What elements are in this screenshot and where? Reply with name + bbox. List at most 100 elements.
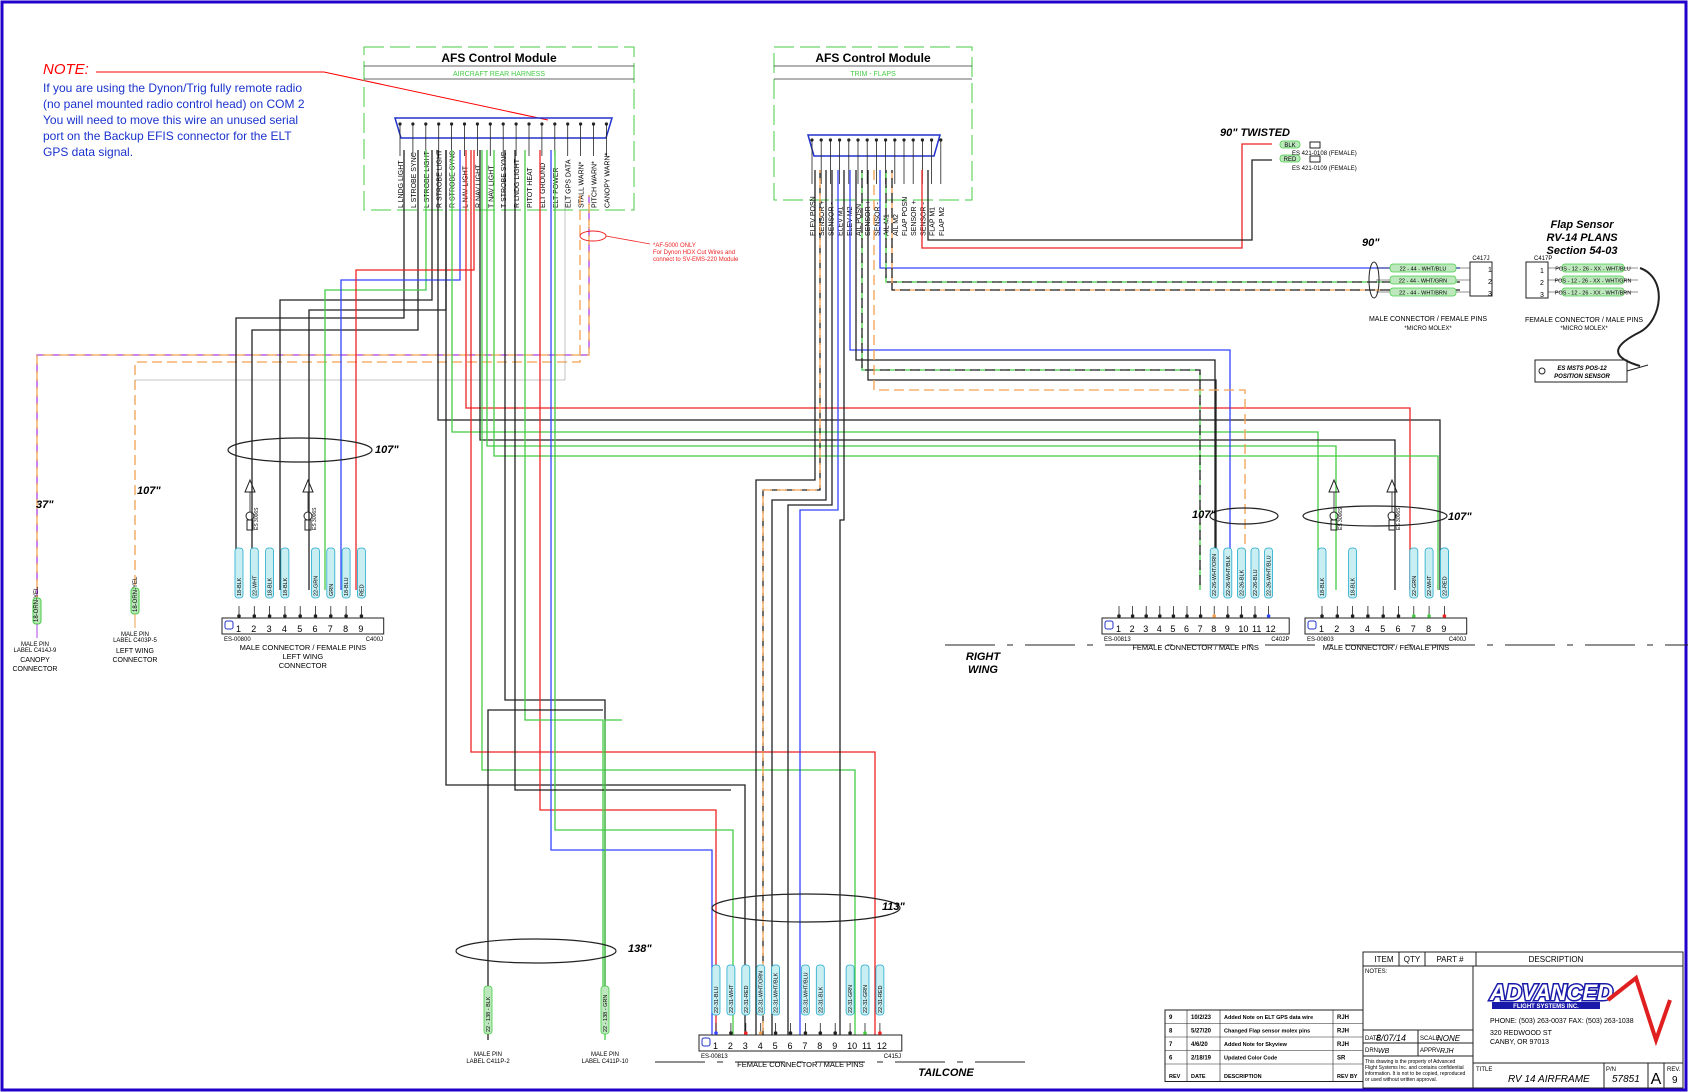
module-trim-pin-label: AIL POSN (856, 204, 863, 236)
wire-tag (1561, 287, 1625, 297)
left-wing-connector-wire-tag (326, 547, 336, 599)
tailcone-connector-pin-11: 11 (862, 1041, 871, 1051)
tailcone-connector-pin-8: 8 (817, 1041, 822, 1051)
module-rear-box (363, 46, 635, 211)
module-trim-pin-label: ELEV POSN (810, 196, 817, 236)
elt-pin-wire-tag (483, 985, 493, 1035)
right-wing-trim-connector-pin-1: 1 (1116, 624, 1121, 634)
right-wing-light-connector-part: ES-00803 (1307, 637, 1334, 643)
tailcone-connector-pin-12: 12 (877, 1041, 887, 1051)
revision-cell: Updated Color Code (1224, 1056, 1277, 1062)
right-wing-trim-connector-wire-label: 22-26-BLU (1253, 569, 1259, 596)
tailcone-connector-wire-label: 22-31-RED (744, 985, 750, 1013)
left-wing-connector-caption-2: LEFT WING (282, 652, 323, 661)
elt-pin-caption-1: MALE PIN (474, 1052, 502, 1058)
right-wing-light-connector-wire-tag (1317, 547, 1327, 599)
tailcone-connector-pin-2: 2 (728, 1041, 733, 1051)
advanced-logo: ADVANCED FLIGHT SYSTEMS INC. (1488, 974, 1672, 1047)
right-wing-trim-connector-pin-12: 12 (1266, 624, 1276, 634)
right-wing-trim-connector-pin-3: 3 (1143, 624, 1148, 634)
left-wing-connector-caption-3: CONNECTOR (279, 661, 328, 670)
title-item-header: ITEM (1374, 955, 1393, 964)
wire-tag (1561, 275, 1625, 285)
title-date-label: DATE (1365, 1036, 1381, 1042)
module-rear-pin-label: L LNDG LIGHT (398, 160, 405, 208)
tailcone-connector-pin-7: 7 (802, 1041, 807, 1051)
note-block: NOTE: If you are using the Dynon/Trig fu… (43, 61, 549, 159)
module-rear-pin-label: STALL WARN* (579, 161, 586, 208)
module-trim-pin-label: SENSOR - (874, 201, 881, 236)
tailcone-connector-pin-5: 5 (773, 1041, 778, 1051)
logo-mark (1606, 974, 1672, 1047)
flap-sensor-title-2: RV-14 PLANS (1546, 232, 1618, 244)
af5000-note-2: For Dynon HDX Cut Wires and (653, 250, 735, 256)
molex-90-pin-3: 3 (1488, 291, 1492, 298)
flap-sensor-label-1: ES MSTS POS-12 (1557, 366, 1607, 372)
revision-cell: 5/27/20 (1191, 1029, 1212, 1035)
right-wing-light-connector-pin-6: 6 (1396, 624, 1401, 634)
tailcone-connector-wire-tag (801, 964, 810, 1016)
left-wing-connector-wire-tag (311, 547, 320, 599)
module-rear-pin-label: R STROBE SYNC (450, 151, 457, 208)
wire-tag-label: 22 - 44 - WHT/GRN (1399, 279, 1447, 285)
left-wing-connector-part: ES-00800 (224, 637, 251, 643)
left-wing-connector-key (224, 620, 234, 630)
title-drn-label: DRN. (1365, 1048, 1380, 1054)
left-wing-connector-caption-1: MALE CONNECTOR / FEMALE PINS (240, 643, 367, 652)
left-wing-pin-caption-1: MALE PIN (121, 632, 149, 638)
right-wing-trim-connector-caption-1: FEMALE CONNECTOR / MALE PINS (1132, 643, 1259, 652)
right-wing-trim-connector-pin-11: 11 (1252, 624, 1261, 634)
length-markers (227, 437, 1448, 964)
elt-pin-caption-2: LABEL C411P-10 (582, 1059, 629, 1065)
left-wing-connector-pin-8: 8 (343, 624, 348, 634)
twisted-part-2: ES 421-0109 (FEMALE) (1292, 166, 1357, 172)
ring-terminal-icon (1329, 511, 1339, 521)
canopy-caption-1: MALE PIN (21, 642, 49, 648)
logo-subtext: FLIGHT SYSTEMS INC. (1513, 1004, 1579, 1010)
length-107-wingpin: 107" (137, 485, 161, 497)
left-wing-connector-wire-tag (341, 547, 351, 599)
ring-terminal-icon (303, 511, 313, 521)
title-block: ITEM QTY PART # DESCRIPTION NOTES: DATE … (1362, 951, 1684, 1089)
title-size: A (1651, 1071, 1662, 1088)
module-rear-pin-label: PITCH WARN* (592, 161, 599, 208)
revision-cell: 6 (1169, 1056, 1173, 1062)
canopy-caption-4: CONNECTOR (13, 666, 58, 673)
wire-tag-label: POS - 12 - 26 - XX - WHT/GRN (1554, 279, 1631, 285)
flap-sensor-block: Flap Sensor RV-14 PLANS Section 54-03 C4… (1525, 219, 1649, 383)
left-wing-connector-wire-label: RED (359, 584, 365, 596)
tailcone-connector-pin-9: 9 (832, 1041, 837, 1051)
ground-icon (302, 478, 314, 493)
left-wing-connector-pin-3: 3 (267, 624, 272, 634)
title-address-1: 320 REDWOOD ST (1490, 1030, 1553, 1037)
twisted-label: 90" TWISTED (1220, 127, 1290, 139)
note-line-3: You will need to move this wire an unuse… (43, 113, 298, 127)
tailcone-connector-wire-tag (845, 964, 855, 1016)
right-wing-light-connector-wire-label: 22-RED (1442, 576, 1448, 596)
revision-cell: 10/2/23 (1191, 1015, 1212, 1021)
note-line-1: If you are using the Dynon/Trig fully re… (43, 81, 302, 95)
module-rear-pin-label: ELT POWER (553, 167, 560, 208)
title-phone: PHONE: (503) 263-0037 FAX: (503) 263-103… (1490, 1018, 1634, 1025)
module-rear-pin-label: PITOT HEAT (527, 167, 534, 208)
module-rear-pin-label: CANOPY WARN* (604, 152, 611, 208)
revision-cell: 4/6/20 (1191, 1042, 1208, 1048)
title-scale-label: SCALE (1420, 1036, 1440, 1042)
tailcone-connector-wire-tag (815, 964, 825, 1016)
right-wing-trim-connector-pin-9: 9 (1225, 624, 1230, 634)
left-wing-connector-pin-2: 2 (251, 624, 256, 634)
right-wing-trim-connector-wire-label: 22-26-BLK (1239, 569, 1245, 596)
molex-90-label: 90" (1362, 237, 1380, 249)
elt-pin-caption-2: LABEL C411P-2 (466, 1059, 510, 1065)
right-wing-light-connector-pin-1: 1 (1319, 624, 1324, 634)
revision-cell: RJH (1337, 1015, 1349, 1021)
ground-part-label: ES 3006S (312, 507, 318, 530)
title-part-header: PART # (1436, 955, 1464, 964)
left-wing-connector-wire-label: GRN (329, 584, 335, 596)
